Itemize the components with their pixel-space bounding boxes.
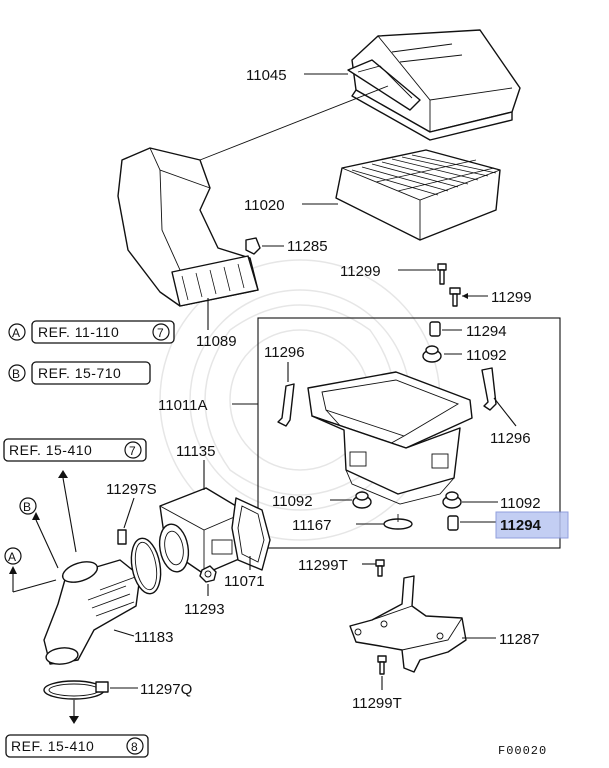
air-hose-11183[interactable]: [43, 558, 141, 666]
label-11299T-b: 11299T: [352, 695, 402, 712]
label-11089: 11089: [196, 333, 237, 350]
label-11045: 11045: [246, 67, 287, 84]
label-11011A: 11011A: [158, 397, 208, 414]
bolt-11299T-lower[interactable]: [377, 655, 387, 675]
arrow-a-circle: A: [8, 550, 16, 564]
clip-11285[interactable]: [245, 237, 261, 255]
label-11296-a: 11296: [264, 344, 305, 361]
air-cleaner-cover-11045[interactable]: [347, 29, 521, 141]
label-11092-c: 11092: [500, 495, 541, 512]
ref-b-circle: B: [12, 367, 20, 381]
label-11299-a: 11299: [340, 263, 381, 280]
ref-15-410-8-text: REF. 15-410: [11, 738, 94, 754]
label-11297Q: 11297Q: [140, 681, 192, 698]
bolt-11299-upper[interactable]: [437, 263, 447, 285]
gasket-11071[interactable]: [231, 497, 271, 571]
ref-11-110-callout: A REF. 11-110 7: [8, 320, 175, 344]
label-11020: 11020: [244, 197, 285, 214]
bushing-11294-lower[interactable]: [447, 515, 459, 531]
air-intake-duct-11089[interactable]: [117, 147, 259, 307]
label-11287: 11287: [499, 631, 540, 648]
label-11167: 11167: [292, 517, 332, 534]
label-11092-b: 11092: [272, 493, 313, 510]
hose-clamp-11297S[interactable]: [117, 529, 165, 596]
figure-code: F00020: [498, 744, 547, 758]
ref-15-410-7-num: 7: [129, 444, 136, 458]
label-11299-b: 11299: [491, 289, 532, 306]
label-11285: 11285: [287, 238, 328, 255]
hose-clamp-11297Q[interactable]: [43, 680, 109, 700]
ref-15-410-8-callout: REF. 15-410 8: [5, 734, 149, 758]
grommet-11092-upper[interactable]: [422, 345, 442, 363]
label-11092-a: 11092: [466, 347, 507, 364]
label-11296-b: 11296: [490, 430, 531, 447]
bushing-11294-upper[interactable]: [429, 321, 441, 337]
label-11299T-a: 11299T: [298, 557, 348, 574]
seal-11167[interactable]: [383, 514, 413, 530]
ref-15-410-7-callout: REF. 15-410 7: [3, 438, 147, 462]
ref-a-circle: A: [12, 326, 20, 340]
ref-15-410-8-num: 8: [131, 740, 138, 754]
label-11293: 11293: [184, 601, 225, 618]
label-11294-b[interactable]: 11294: [500, 517, 542, 534]
ref-11-110-num: 7: [157, 326, 164, 340]
air-filter-element-11020[interactable]: [335, 149, 501, 241]
ref-11-110-text: REF. 11-110: [38, 324, 119, 340]
hose-11296-right[interactable]: [481, 367, 497, 411]
arrow-b-circle: B: [23, 500, 31, 514]
label-11135: 11135: [176, 443, 216, 460]
nut-11293[interactable]: [199, 565, 217, 583]
label-11071: 11071: [224, 573, 265, 590]
grommet-11092-lower-left[interactable]: [352, 491, 372, 509]
air-flow-sensor-11135[interactable]: [156, 487, 247, 575]
bolt-11299-lower[interactable]: [449, 287, 461, 307]
ref-15-710-callout: B REF. 15-710: [8, 361, 151, 385]
highlight-11294: [495, 511, 569, 539]
ref-15-410-7-text: REF. 15-410: [9, 442, 92, 458]
air-cleaner-body-group-frame: [257, 317, 561, 549]
air-cleaner-body-11011A[interactable]: [307, 371, 473, 505]
ref-15-710-text: REF. 15-710: [38, 365, 121, 381]
bracket-11287[interactable]: [349, 575, 467, 673]
grommet-11092-lower-right[interactable]: [442, 491, 462, 509]
hose-11296-left[interactable]: [277, 383, 295, 427]
label-11294-a: 11294: [466, 323, 507, 340]
label-11297S: 11297S: [106, 481, 157, 498]
bolt-11299T-upper[interactable]: [375, 559, 385, 577]
label-11183: 11183: [134, 629, 174, 646]
